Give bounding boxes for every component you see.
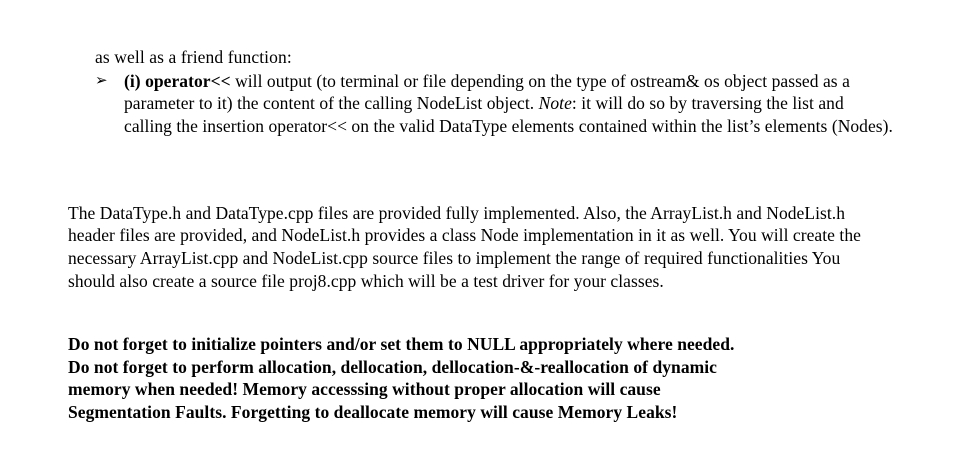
operator-lead-in: (i) operator<< — [124, 71, 231, 91]
arrow-bullet-icon: ➢ — [95, 71, 108, 89]
warning-line-1: Do not forget to initialize pointers and… — [68, 334, 735, 354]
warning-line-3: memory when needed! Memory accesssing wi… — [68, 379, 661, 400]
body-paragraph: The DataType.h and DataType.cpp files ar… — [68, 202, 861, 291]
intro-line: as well as a friend function: — [95, 47, 292, 67]
bullet-list: ➢ (i) operator<< will output (to termina… — [95, 70, 895, 137]
warning-line-2: Do not forget to perform allocation, del… — [68, 356, 717, 377]
list-item-body: (i) operator<< will output (to terminal … — [124, 70, 895, 137]
warning-line-4: Segmentation Faults. Forgetting to deall… — [68, 402, 678, 423]
bullet-text-part-1: will output (to terminal or file dependi… — [124, 71, 850, 114]
list-item: ➢ (i) operator<< will output (to termina… — [95, 70, 895, 137]
note-label: Note — [538, 93, 572, 114]
bullet-text-part-2: : it will do so by traversing the list a… — [124, 93, 893, 136]
warning-block: Do not forget to initialize pointers and… — [68, 333, 880, 424]
